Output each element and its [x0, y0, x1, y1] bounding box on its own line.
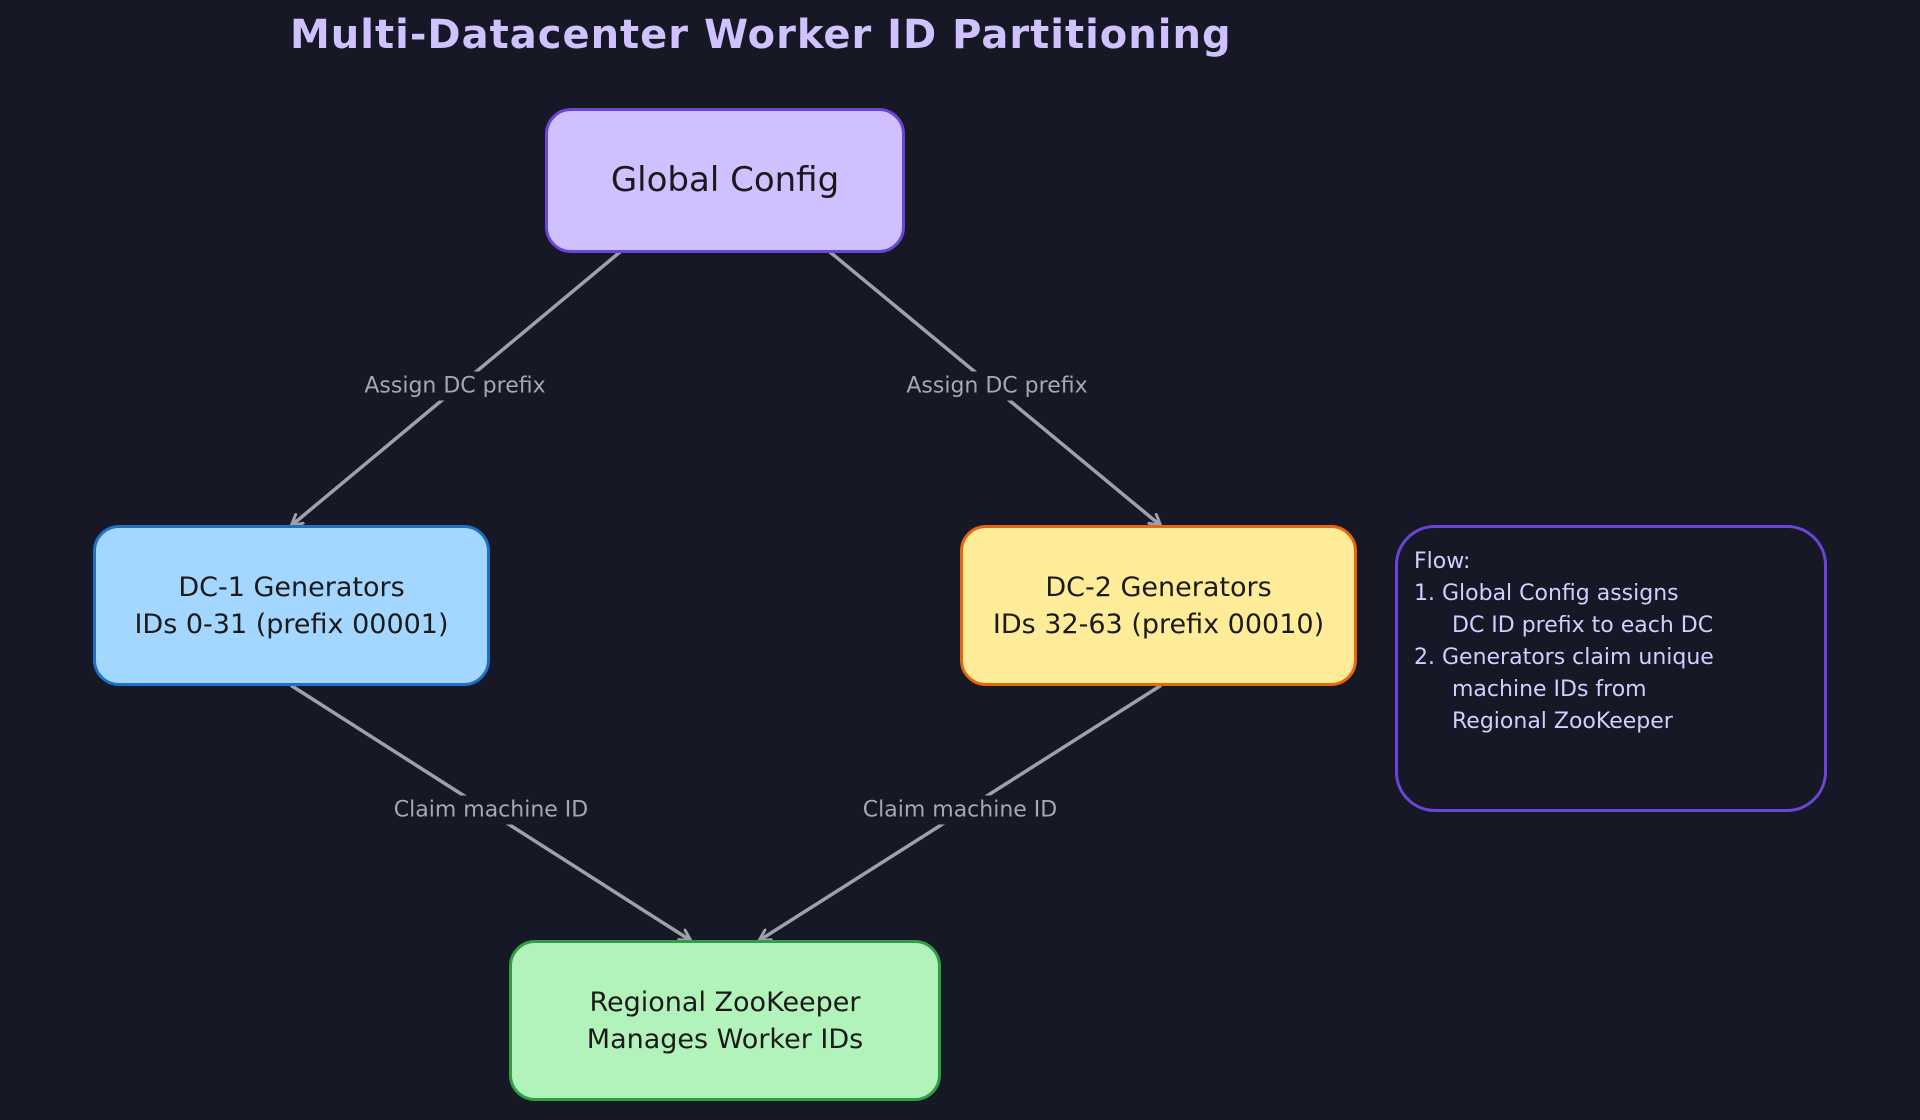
node-dc1-title: DC-1 Generators [178, 571, 405, 603]
edge-label-global-dc1: Assign DC prefix [358, 371, 552, 401]
flow-note-line: Regional ZooKeeper [1452, 709, 1673, 734]
flow-note-line: DC ID prefix to each DC [1452, 613, 1714, 638]
edge-label-dc1-zookeeper: Claim machine ID [387, 795, 595, 825]
node-global-config[interactable]: Global Config [545, 108, 905, 253]
node-global-config-label: Global Config [610, 160, 840, 200]
flow-note-line: 2. Generators claim unique [1414, 645, 1714, 670]
flow-note-heading: Flow: [1414, 549, 1471, 574]
edge-label-global-dc2: Assign DC prefix [900, 371, 1094, 401]
edge-label-dc2-zookeeper: Claim machine ID [856, 795, 1064, 825]
node-dc2-range: IDs 32-63 (prefix 00010) [992, 608, 1325, 640]
node-dc2-generators[interactable]: DC-2 Generators IDs 32-63 (prefix 00010) [960, 525, 1357, 686]
node-dc1-generators[interactable]: DC-1 Generators IDs 0-31 (prefix 00001) [93, 525, 490, 686]
flow-note-line: 1. Global Config assigns [1414, 581, 1679, 606]
node-dc1-range: IDs 0-31 (prefix 00001) [134, 608, 449, 640]
diagram-title: Multi-Datacenter Worker ID Partitioning [290, 12, 1232, 58]
flow-note: Flow: 1. Global Config assigns DC ID pre… [1395, 525, 1827, 812]
node-regional-zookeeper[interactable]: Regional ZooKeeper Manages Worker IDs [509, 940, 941, 1101]
node-dc2-title: DC-2 Generators [1045, 571, 1272, 603]
node-zookeeper-subtitle: Manages Worker IDs [586, 1023, 864, 1055]
flow-note-line: machine IDs from [1452, 677, 1647, 702]
node-zookeeper-title: Regional ZooKeeper [589, 986, 861, 1018]
